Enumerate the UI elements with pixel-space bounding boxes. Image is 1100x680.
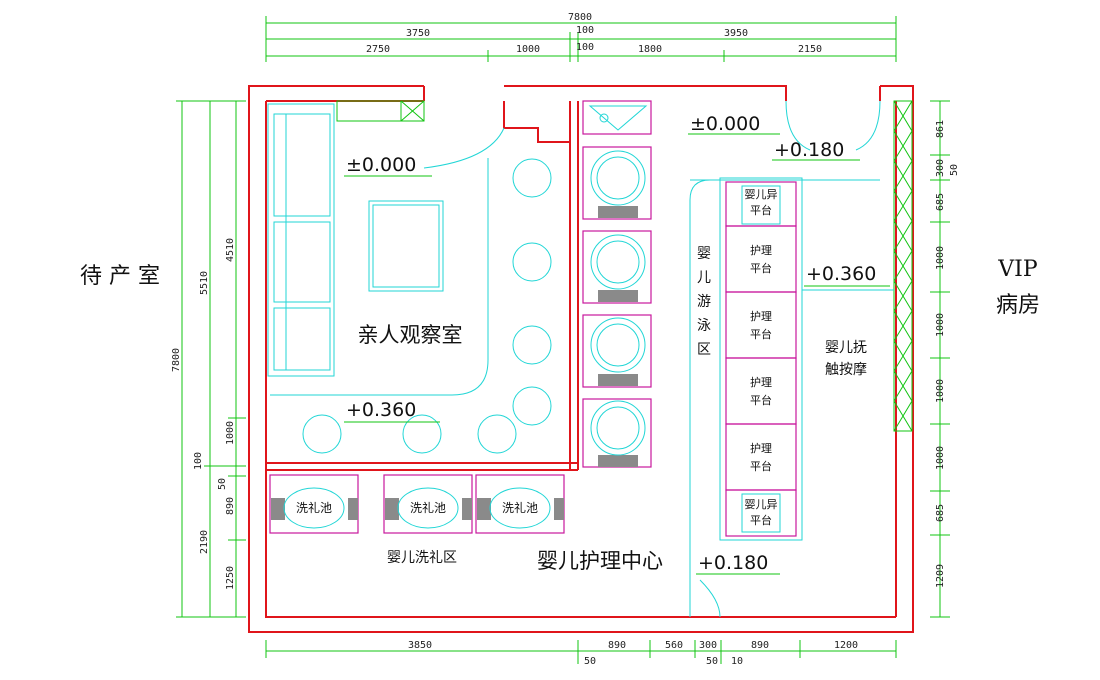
dim-left-inner-e: 890 — [225, 497, 236, 515]
observation-room-furniture — [267, 100, 552, 454]
dimension-lines — [176, 16, 950, 664]
dim-left-inner-f: 1250 — [225, 566, 236, 590]
dim-left-inner-b: 1000 — [225, 421, 236, 445]
level-label-5: +0.360 — [346, 399, 416, 421]
dim-top-row2-b: 100 — [576, 25, 594, 36]
dim-bottom-c: 560 — [665, 640, 683, 651]
dim-left-mid-b: 2190 — [199, 530, 210, 554]
level-boundaries — [689, 100, 894, 618]
level-label-4: +0.360 — [806, 263, 876, 285]
level-markers — [344, 133, 890, 575]
sink-label-1: 洗礼池 — [296, 500, 332, 515]
label-right-room-2: 病房 — [996, 293, 1040, 318]
label-right-room-1: VIP — [997, 257, 1038, 282]
platform-care-2a: 护理 — [750, 309, 772, 323]
dim-bottom-sub-a: 50 — [584, 656, 596, 667]
label-touch-2: 触按摩 — [825, 361, 867, 378]
care-platforms — [719, 177, 803, 541]
dim-right-e: 1000 — [935, 246, 946, 270]
dim-top-total: 7800 — [568, 12, 592, 23]
label-swimming-ch1: 婴 — [697, 246, 711, 262]
platform-care-1b: 平台 — [750, 261, 772, 275]
label-observation-room: 亲人观察室 — [358, 323, 463, 347]
dim-right-g: 1000 — [935, 379, 946, 403]
dim-bottom-f: 1200 — [834, 640, 858, 651]
sink-label-3: 洗礼池 — [502, 500, 538, 515]
dim-left-inner-c: 100 — [193, 452, 204, 470]
label-care-center: 婴儿护理中心 — [537, 549, 663, 573]
label-touch-1: 婴儿抚 — [825, 340, 867, 356]
dim-left-total: 7800 — [171, 348, 182, 372]
platform-swap-bottom-2: 平台 — [750, 513, 772, 527]
dim-right-c: 50 — [949, 164, 960, 176]
level-label-2: ±0.000 — [690, 113, 760, 135]
dim-right-b: 300 — [935, 159, 946, 177]
dim-top-row3-e: 2150 — [798, 44, 822, 55]
dim-top-row2-a: 3750 — [406, 28, 430, 39]
dim-bottom-sub-c: 10 — [731, 656, 743, 667]
dim-bottom-d: 300 — [699, 640, 717, 651]
label-swimming-ch4: 泳 — [697, 318, 711, 334]
dim-top-row3-a: 2750 — [366, 44, 390, 55]
dim-top-row3-c: 100 — [576, 42, 594, 53]
label-left-room: 待 产 室 — [80, 264, 160, 289]
level-label-1: ±0.000 — [346, 154, 416, 176]
dim-right-i: 685 — [935, 504, 946, 522]
dim-right-a: 861 — [935, 120, 946, 138]
label-washing-area: 婴儿洗礼区 — [387, 550, 457, 566]
label-swimming-area: 婴 儿 游 泳 区 — [697, 246, 711, 358]
label-swimming-ch3: 游 — [697, 294, 711, 310]
dim-top-row3-d: 1800 — [638, 44, 662, 55]
platform-care-3a: 护理 — [750, 375, 772, 389]
platform-care-3b: 平台 — [750, 393, 772, 407]
platform-care-1a: 护理 — [750, 243, 772, 257]
dim-right-j: 1209 — [935, 564, 946, 588]
platform-swap-top-2: 平台 — [750, 203, 772, 217]
sink-label-2: 洗礼池 — [410, 500, 446, 515]
platform-swap-top-1: 婴儿异 — [745, 188, 778, 201]
dim-bottom-b: 890 — [608, 640, 626, 651]
dim-right-d: 685 — [935, 193, 946, 211]
dim-bottom-e: 890 — [751, 640, 769, 651]
label-swimming-ch2: 儿 — [697, 270, 711, 286]
window-hatch — [893, 100, 913, 432]
swimming-tubs — [582, 100, 652, 468]
label-swimming-ch5: 区 — [697, 342, 711, 358]
dim-left-inner-a: 4510 — [225, 238, 236, 262]
dim-bottom-a: 3850 — [408, 640, 432, 651]
platform-care-4a: 护理 — [750, 441, 772, 455]
dim-right-h: 1000 — [935, 446, 946, 470]
level-label-6: +0.180 — [698, 552, 768, 574]
dim-top-row3-b: 1000 — [516, 44, 540, 55]
platform-care-4b: 平台 — [750, 459, 772, 473]
dim-right-f: 1000 — [935, 313, 946, 337]
platform-care-2b: 平台 — [750, 327, 772, 341]
baptism-sinks — [269, 474, 565, 534]
level-label-3: +0.180 — [774, 139, 844, 161]
platform-swap-bottom-1: 婴儿异 — [745, 498, 778, 511]
dim-left-mid-a: 5510 — [199, 271, 210, 295]
dim-bottom-sub-b: 50 — [706, 656, 718, 667]
dim-top-row2-c: 3950 — [724, 28, 748, 39]
dim-left-inner-d: 50 — [217, 478, 228, 490]
